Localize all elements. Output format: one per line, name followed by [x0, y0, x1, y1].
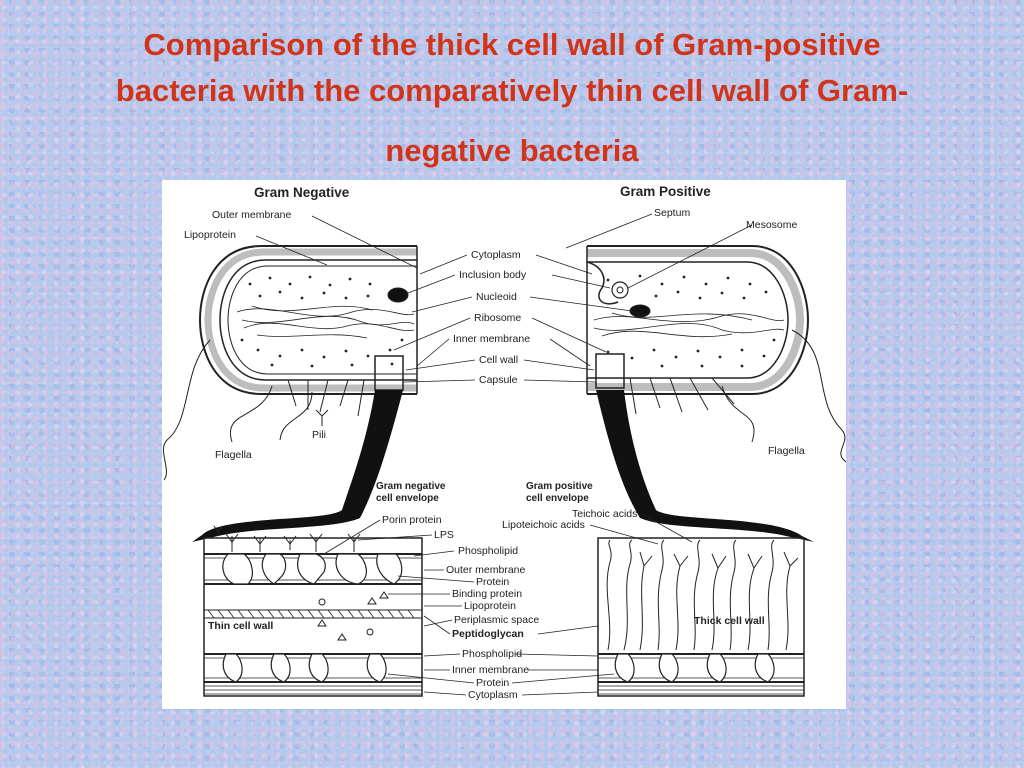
phospholipid-bottom-label: Phospholipid — [462, 648, 522, 660]
peptidoglycan-label: Peptidoglycan — [452, 628, 524, 640]
gram-negative-envelope-heading: Gram negative — [376, 481, 446, 492]
title-line-2: bacteria with the comparatively thin cel… — [115, 73, 909, 108]
phospholipid-top-label: Phospholipid — [458, 545, 518, 557]
lipoteichoic-acids-label: Lipoteichoic acids — [502, 519, 585, 531]
thick-cell-wall-label: Thick cell wall — [694, 615, 765, 627]
gram-positive-pili — [629, 377, 735, 415]
gram-negative-heading: Gram Negative — [254, 185, 350, 200]
septum-label: Septum — [654, 207, 690, 219]
porin-protein-label: Porin protein — [382, 514, 442, 526]
gram-positive-flagella — [721, 329, 846, 463]
nucleoid-label: Nucleoid — [476, 291, 517, 303]
title-line-1: Comparison of the thick cell wall of Gra… — [143, 27, 881, 62]
gram-negative-pili — [287, 379, 365, 426]
inner-membrane-env-label: Inner membrane — [452, 664, 529, 676]
flagella-left-label: Flagella — [215, 449, 252, 461]
gram-positive-envelope-heading-2: cell envelope — [526, 493, 589, 504]
gram-positive-cell — [586, 245, 810, 395]
gram-positive-funnel — [596, 390, 814, 542]
lipoprotein-env-label: Lipoprotein — [464, 600, 516, 612]
envelope-leader-lines — [323, 519, 615, 696]
gram-negative-cell — [198, 245, 418, 395]
lps-label: LPS — [434, 529, 454, 541]
inner-membrane-label: Inner membrane — [453, 333, 530, 345]
right-leader-lines — [565, 213, 753, 289]
teichoic-acids-label: Teichoic acids — [572, 508, 637, 520]
gram-negative-envelope-panel — [203, 525, 423, 697]
outer-membrane-label: Outer membrane — [212, 209, 292, 221]
capsule-label: Capsule — [479, 374, 518, 386]
flagella-right-label: Flagella — [768, 445, 805, 457]
gram-negative-funnel — [192, 390, 403, 542]
gram-negative-envelope-heading-2: cell envelope — [376, 493, 439, 504]
gram-positive-envelope-panel — [597, 537, 805, 697]
gram-positive-envelope-box — [595, 353, 625, 389]
slide-title: Comparison of the thick cell wall of Gra… — [0, 22, 1024, 174]
center-leader-lines — [393, 254, 633, 383]
protein-bottom-label: Protein — [476, 677, 509, 689]
outer-membrane-env-label: Outer membrane — [446, 564, 526, 576]
periplasmic-space-label: Periplasmic space — [454, 614, 539, 626]
gram-positive-ribosomes — [606, 274, 776, 368]
lipoprotein-label: Lipoprotein — [184, 229, 236, 241]
teichoic-leader-lines — [589, 513, 693, 545]
binding-protein-label: Binding protein — [452, 588, 522, 600]
cell-wall-diagram-svg: Gram Negative Gram Positive — [162, 184, 846, 701]
cell-wall-diagram: Gram Negative Gram Positive — [162, 180, 846, 709]
gram-negative-ribosomes — [240, 275, 404, 368]
thin-cell-wall-label: Thin cell wall — [208, 620, 273, 632]
gram-negative-flagella — [162, 339, 313, 481]
envelope-labels: Porin protein LPS Phospholipid Outer mem… — [382, 514, 539, 701]
left-leader-lines — [255, 215, 418, 269]
gram-positive-envelope-heading: Gram positive — [526, 481, 593, 492]
center-labels: Cytoplasm Inclusion body Nucleoid Riboso… — [453, 249, 530, 386]
mesosome-label: Mesosome — [746, 219, 798, 231]
cytoplasm-label: Cytoplasm — [471, 249, 521, 261]
cell-wall-label: Cell wall — [479, 354, 518, 366]
inclusion-body-label: Inclusion body — [459, 269, 527, 281]
cytoplasm-env-label: Cytoplasm — [468, 689, 518, 701]
gram-positive-heading: Gram Positive — [620, 184, 711, 199]
protein-top-label: Protein — [476, 576, 509, 588]
title-line-3: negative bacteria — [385, 133, 639, 168]
ribosome-label: Ribosome — [474, 312, 521, 324]
pili-label: Pili — [312, 429, 326, 441]
